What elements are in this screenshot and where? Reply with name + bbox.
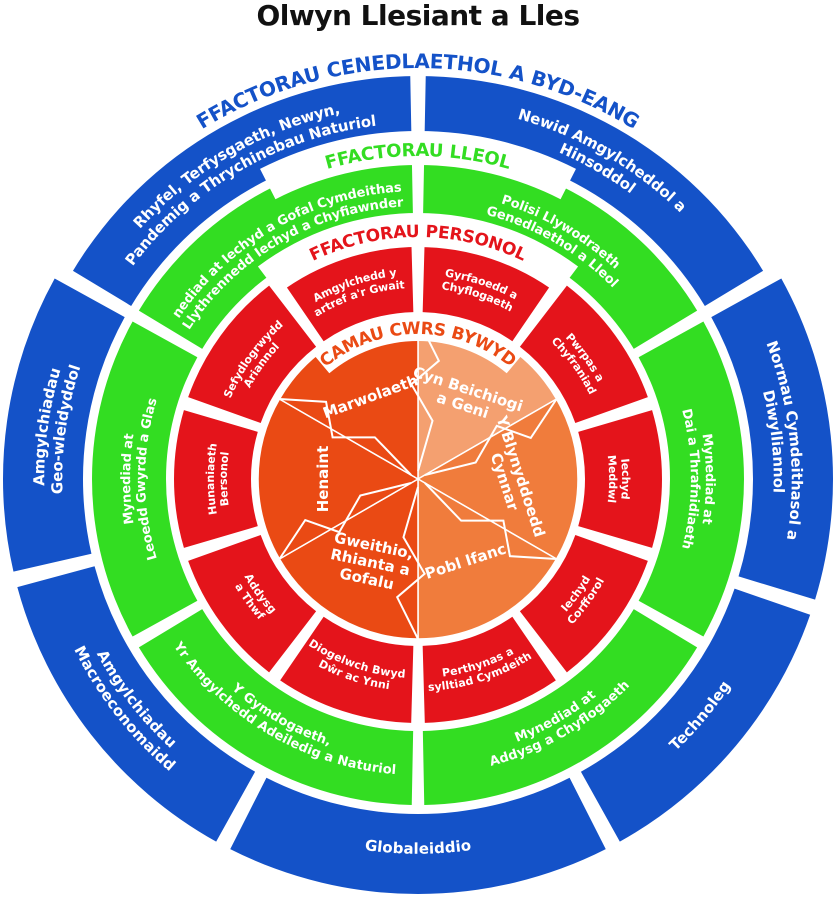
personal-segment-6	[280, 616, 414, 723]
personal-title-band	[257, 212, 579, 294]
life-stage-divider	[278, 482, 412, 560]
life-stage-divider	[410, 318, 441, 472]
life-stage-segment-2	[416, 397, 579, 561]
local-segment-6	[138, 153, 414, 349]
life-stage-divider	[424, 398, 558, 476]
life-title-band	[313, 317, 523, 374]
personal-segment-7	[188, 535, 317, 673]
local-segment-5	[92, 321, 198, 637]
national-segment-3	[580, 588, 811, 842]
national-segment-label: Globaleiddio	[364, 836, 472, 858]
national-segment-2	[711, 278, 834, 600]
national-segment-5	[17, 566, 256, 842]
local-segment-label: Mynediad at	[119, 433, 137, 526]
local-segment-3	[422, 609, 698, 805]
personal-segment-label: Hunaniaeth	[203, 442, 219, 516]
life-stage-divider	[279, 398, 412, 476]
local-segment-4	[138, 609, 414, 805]
national-segment-4	[230, 777, 606, 895]
life-stage-divider	[395, 486, 426, 640]
life-stage-divider	[424, 482, 557, 560]
ring-shapes	[2, 42, 834, 895]
life-stage-segment-4	[278, 477, 419, 640]
national-segment-1	[424, 64, 774, 306]
personal-segment-5	[422, 616, 556, 723]
personal-segment-4	[519, 535, 648, 673]
life-stage-segment-3	[417, 477, 558, 640]
personal-segment-3	[578, 410, 662, 548]
life-stage-label: Gweithio,Rhianta aGofalu	[325, 528, 415, 596]
life-stage-segment-5	[257, 397, 420, 561]
national-segment-6	[2, 278, 125, 572]
personal-segment-8	[174, 410, 258, 548]
personal-segment-label: Iechyd	[619, 458, 633, 500]
personal-segment-2	[519, 285, 648, 423]
diagram-title: Olwyn Llesiant a Lles	[256, 0, 579, 32]
personal-segment-label: Bersonol	[216, 451, 231, 507]
personal-segment-label: Meddwl	[605, 454, 619, 503]
national-segment-7	[62, 64, 412, 306]
life-stage-label: Henaint	[314, 446, 332, 513]
local-segment-1	[422, 153, 698, 349]
national-title-band	[43, 42, 793, 272]
local-title-band	[260, 130, 576, 200]
personal-segment-9	[188, 285, 317, 423]
local-segment-label: Mynediad at	[699, 433, 717, 526]
local-segment-2	[638, 321, 744, 637]
